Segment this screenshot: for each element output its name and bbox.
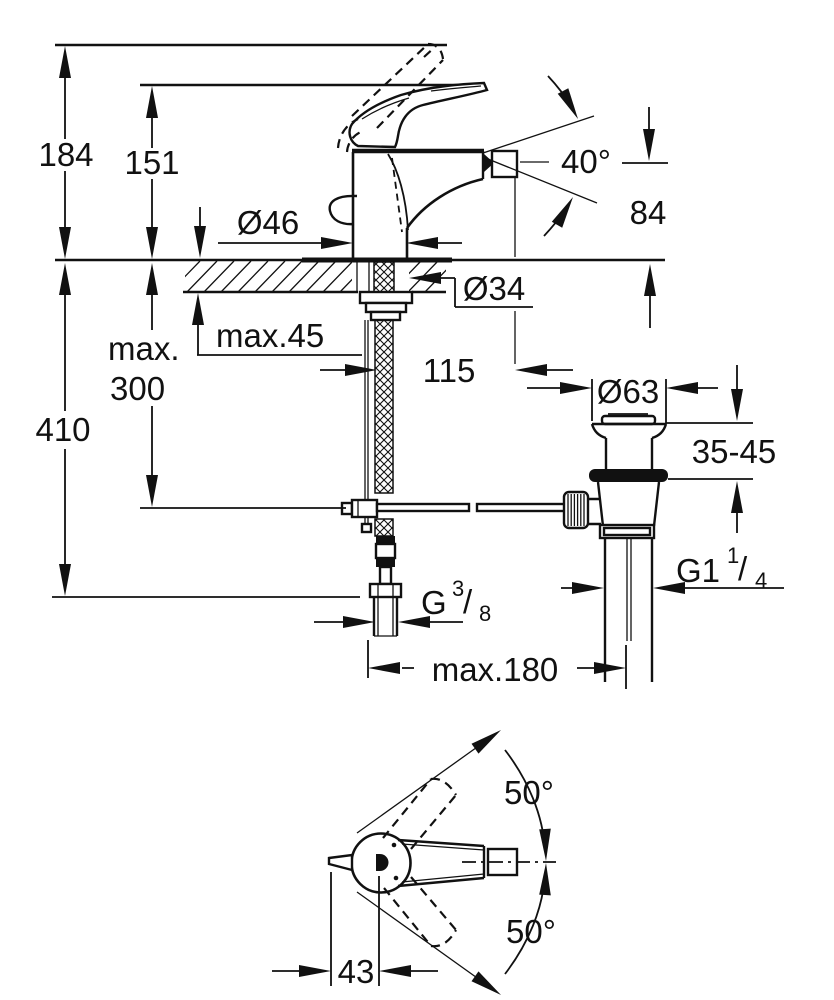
supply-connection-nut xyxy=(368,582,403,599)
waste-thread-numerator: 1 xyxy=(727,543,739,568)
dim-center-distance: max.180 xyxy=(367,640,627,689)
dim-label-supply-thread: G xyxy=(421,584,447,621)
plan-faucet-body xyxy=(327,832,556,894)
plan-lever-swivel-upper: 50° xyxy=(356,730,554,861)
mounting-nut xyxy=(358,290,414,305)
dim-label-waste-thread: G1 xyxy=(676,552,720,589)
dim-label-swivel-upper: 50° xyxy=(504,774,554,811)
dim-aerator-angle: 40° xyxy=(482,75,611,237)
dim-label-lever-height: 151 xyxy=(124,144,179,181)
dim-label-lever-offset: 43 xyxy=(338,953,375,990)
dim-spout-reach: 115 xyxy=(320,178,573,389)
pop-up-knob xyxy=(328,194,358,226)
dim-deck-thickness: max.45 xyxy=(192,207,362,356)
deck-hatching xyxy=(185,261,446,292)
plan-lever-swivel-lower: 50° xyxy=(356,863,556,995)
supply-hose-and-shank xyxy=(340,261,568,637)
pop-up-rod-end xyxy=(360,522,373,534)
dim-label-base-diameter: Ø46 xyxy=(237,204,299,241)
dim-label-hose-max: max. xyxy=(108,330,180,367)
waste-thread-slash: / xyxy=(738,550,748,587)
dim-waste-thread: G1 1 / 4 xyxy=(561,543,784,594)
dim-supply-length: 410 xyxy=(35,263,360,598)
dim-mounting-hole: Ø34 xyxy=(409,270,533,308)
dim-label-hose-300: 300 xyxy=(110,370,165,407)
plan-pop-up-knob xyxy=(327,853,354,872)
dim-label-spout-height: 84 xyxy=(630,194,667,231)
dim-label-center-distance: max.180 xyxy=(432,651,559,688)
dim-label-mounting-hole: Ø34 xyxy=(463,270,525,307)
dim-total-height: 184 xyxy=(38,46,94,259)
pop-up-waste xyxy=(562,413,668,682)
dim-label-supply-length: 410 xyxy=(35,411,90,448)
dim-lever-offset: 43 xyxy=(272,872,438,990)
dim-label-total-height: 184 xyxy=(38,136,93,173)
supply-thread-pipe xyxy=(372,597,399,636)
waste-knurled-knob xyxy=(562,490,590,530)
dim-label-aerator-angle: 40° xyxy=(561,143,611,180)
supply-thread-slash: / xyxy=(463,583,473,620)
lever-rest-position xyxy=(348,81,489,149)
pop-up-linkage-rod xyxy=(375,502,471,513)
supply-thread-denominator: 8 xyxy=(479,601,491,626)
dim-hose-length: max. 300 xyxy=(108,263,346,509)
faucet-body xyxy=(328,148,519,258)
dim-label-spout-reach: 115 xyxy=(423,352,476,389)
lever-raised-position xyxy=(336,42,445,153)
cartridge-marker xyxy=(376,854,389,871)
dim-base-diameter: Ø46 xyxy=(218,204,462,249)
dim-lever-height: 151 xyxy=(124,86,180,259)
reference-lines xyxy=(55,43,665,294)
dim-waste-flange: Ø63 xyxy=(527,373,718,424)
plan-view: 50° 50° 43 xyxy=(272,730,556,995)
supply-thread-numerator: 3 xyxy=(452,576,464,601)
dim-clamping-range: 35-45 xyxy=(666,365,776,533)
side-view: 184 151 410 max. 300 max.45 xyxy=(35,42,784,689)
dim-label-deck-thickness: max.45 xyxy=(216,317,324,354)
pop-up-rod-clamp xyxy=(350,498,379,519)
dim-label-waste-flange: Ø63 xyxy=(597,373,659,410)
waste-seal-ring xyxy=(589,469,668,482)
dim-label-swivel-lower: 50° xyxy=(506,913,556,950)
waste-thread-denominator: 4 xyxy=(755,568,767,593)
dim-spout-height: 84 xyxy=(622,107,668,328)
waste-tailpipe xyxy=(603,538,654,682)
dim-label-clamping-range: 35-45 xyxy=(692,433,776,470)
dim-supply-thread: G 3 / 8 xyxy=(314,576,491,628)
aerator xyxy=(490,149,519,179)
